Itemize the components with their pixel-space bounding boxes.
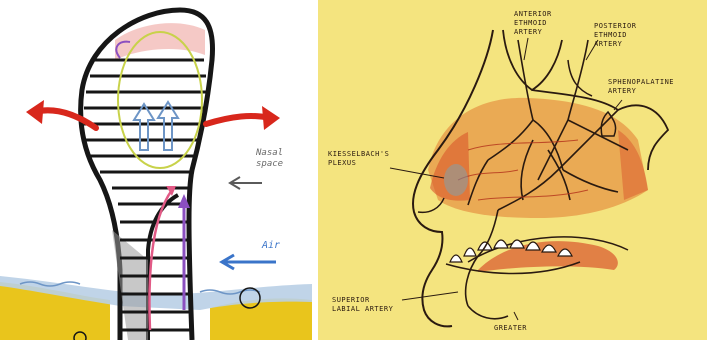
nasal-space-label-line1: Nasal (256, 148, 283, 159)
anterior-ethmoid-label: ANTERIOR ETHMOID ARTERY (514, 10, 552, 37)
superior-labial-line2: LABIAL ARTERY (332, 305, 393, 314)
air-label: Air (262, 240, 280, 251)
red-arrow-head-right (262, 106, 280, 130)
tower-airflow-sketch: Nasal space Air (0, 0, 312, 340)
posterior-ethmoid-label: POSTERIOR ETHMOID ARTERY (594, 22, 636, 49)
anterior-ethmoid-line3: ARTERY (514, 28, 552, 37)
green-circulation-ring (118, 32, 202, 168)
tower-inner-column (148, 195, 178, 340)
sphenopalatine-line2: ARTERY (608, 87, 674, 96)
posterior-ethmoid-line2: ETHMOID (594, 31, 636, 40)
kiesselbach-line1: KIESSELBACH'S (328, 150, 389, 159)
nasal-blood-supply-sketch: ANTERIOR ETHMOID ARTERY POSTERIOR ETHMOI… (318, 0, 707, 340)
greater-label: GREATER (494, 324, 527, 333)
nasal-space-arrow (230, 177, 262, 189)
kiesselbach-line2: PLEXUS (328, 159, 389, 168)
nasal-space-label: Nasal space (256, 148, 283, 170)
posterior-ethmoid-line1: POSTERIOR (594, 22, 636, 31)
kiesselbach-plexus-spot (444, 164, 468, 196)
posterior-ethmoid-line3: ARTERY (594, 40, 636, 49)
anterior-ethmoid-line1: ANTERIOR (514, 10, 552, 19)
tower-sketch-svg (0, 0, 312, 340)
sphenopalatine-label: SPHENOPALATINE ARTERY (608, 78, 674, 96)
pink-air-arrow (149, 190, 172, 330)
air-inflow-arrow (222, 255, 276, 269)
superior-labial-line1: SUPERIOR (332, 296, 393, 305)
sphenopalatine-line1: SPHENOPALATINE (608, 78, 674, 87)
anatomy-sketch-svg (318, 0, 707, 340)
anterior-ethmoid-line2: ETHMOID (514, 19, 552, 28)
nasal-space-label-line2: space (256, 159, 283, 170)
superior-labial-label: SUPERIOR LABIAL ARTERY (332, 296, 393, 314)
red-arrow-head-left (26, 100, 44, 124)
kiesselbach-label: KIESSELBACH'S PLEXUS (328, 150, 389, 168)
